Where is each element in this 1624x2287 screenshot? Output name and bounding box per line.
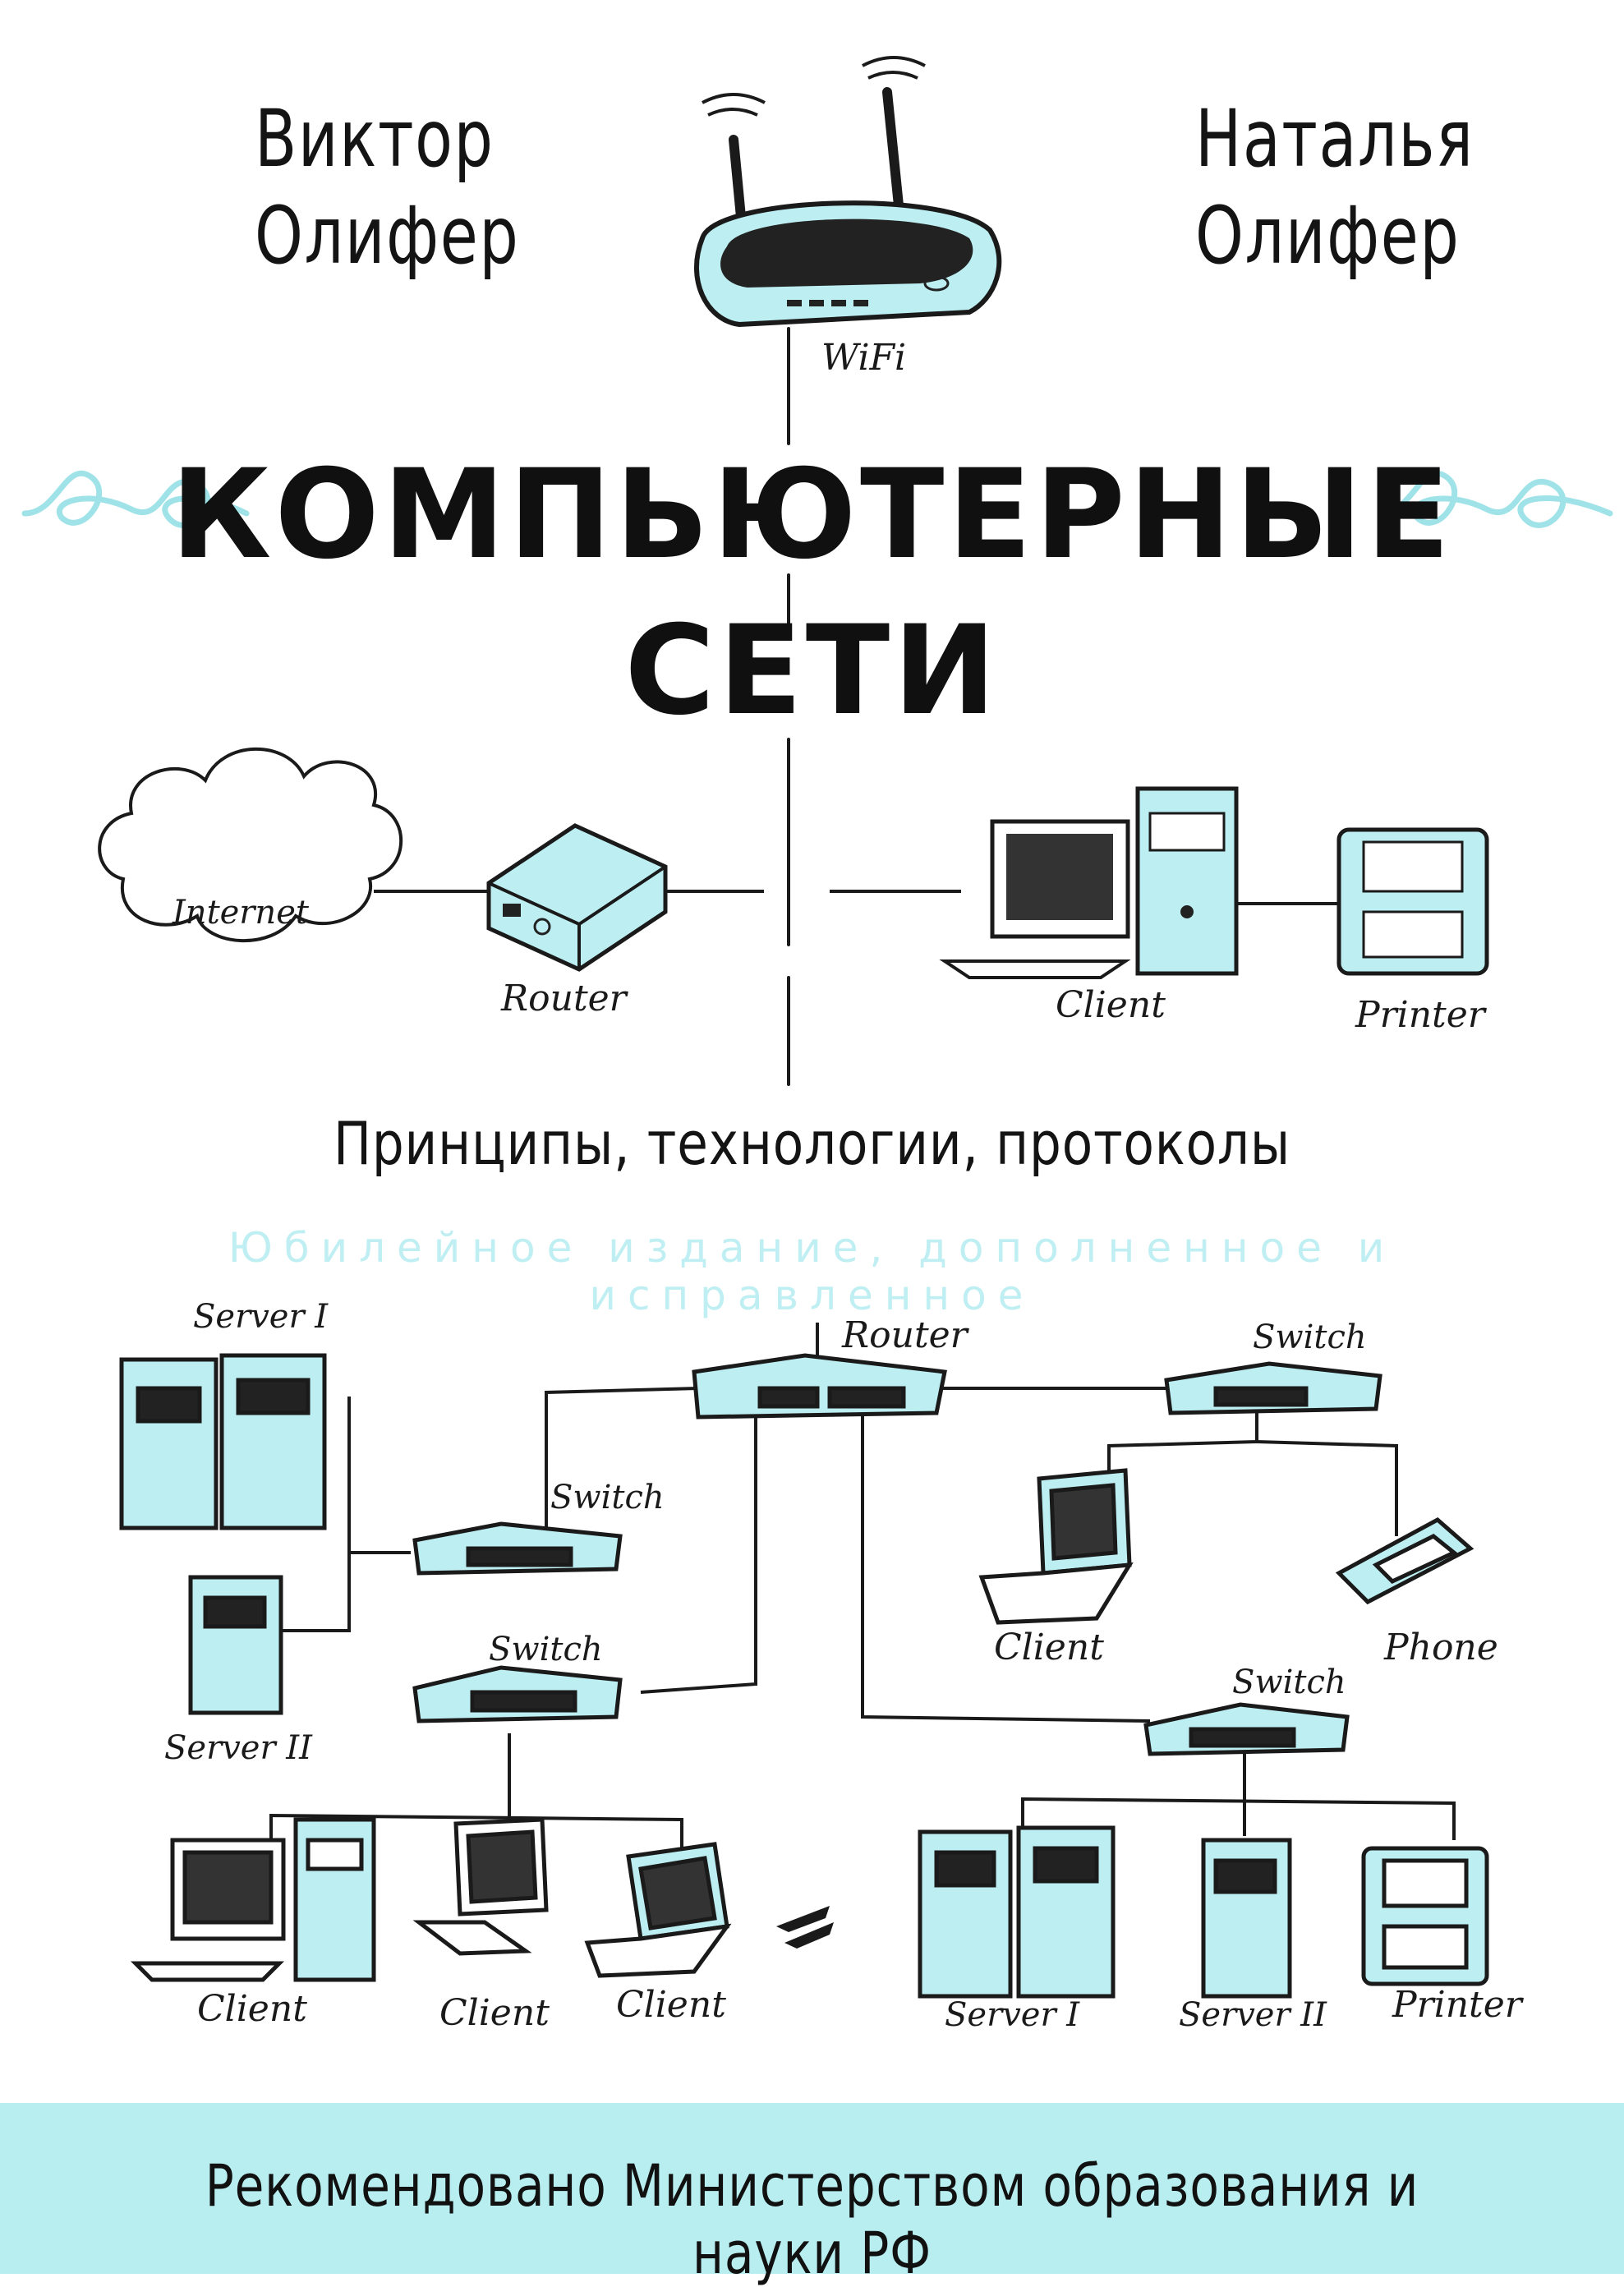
desktop-client-icon — [130, 1817, 376, 1982]
server-bottom-icon — [918, 1825, 1292, 1999]
monitor-client-icon — [412, 1817, 549, 1956]
switch-label-mid-left: Switch — [550, 1479, 665, 1516]
phone-icon — [1335, 1516, 1474, 1605]
client-laptop-right-label: Client — [994, 1627, 1104, 1668]
switch-icon — [412, 1521, 623, 1576]
switch-label-lower-right: Switch — [1232, 1663, 1346, 1701]
laptop-client-icon — [584, 1842, 732, 1978]
server2-bottom-label: Server II — [1179, 1996, 1327, 2034]
wifi-label: WiFi — [821, 337, 907, 379]
server-icon — [119, 1353, 327, 1715]
switch-icon — [412, 1665, 623, 1723]
switch-icon — [1143, 1702, 1350, 1756]
author-left-last-name: Олифер — [255, 190, 520, 282]
phone-label: Phone — [1384, 1627, 1498, 1668]
printer-bottom-label: Printer — [1392, 1984, 1522, 2026]
printer-icon — [1336, 827, 1489, 976]
router-bottom-label: Router — [842, 1314, 968, 1356]
router-icon — [486, 823, 668, 972]
book-title-line1: КОМПЬЮТЕРНЫЕ — [170, 444, 1454, 587]
internet-label: Internet — [173, 894, 309, 932]
recommendation-band — [0, 2103, 1624, 2274]
author-right: Наталья Олифер — [1195, 90, 1474, 284]
laptop-icon — [978, 1468, 1134, 1625]
client-label: Client — [1056, 984, 1166, 1026]
loop-decoration-left — [21, 470, 250, 528]
printer-label: Printer — [1355, 994, 1485, 1036]
switch-label-top-right: Switch — [1253, 1318, 1367, 1356]
switch-label-lower-left: Switch — [489, 1631, 603, 1668]
author-right-first-name: Наталья — [1195, 93, 1474, 185]
client-monitor-label: Client — [439, 1992, 550, 2034]
server1-bottom-label: Server I — [945, 1996, 1080, 2034]
loop-decoration-right — [1377, 470, 1613, 528]
book-title-line2: СЕТИ — [624, 600, 1000, 743]
recommendation-text: Рекомендовано Министерством образования … — [205, 2152, 1419, 2287]
author-left: Виктор Олифер — [255, 90, 519, 284]
cloud-icon — [98, 747, 403, 942]
client-computer-icon — [939, 786, 1239, 979]
switch-icon — [1164, 1361, 1382, 1415]
printer-bottom-icon — [1361, 1846, 1489, 1986]
author-left-first-name: Виктор — [255, 93, 495, 185]
server2-label: Server II — [164, 1729, 312, 1767]
router-label: Router — [501, 978, 627, 1019]
client-laptop-label: Client — [616, 1984, 726, 2026]
book-subtitle: Принципы, технологии, протоколы — [333, 1109, 1291, 1178]
publisher-logo-icon — [776, 1906, 834, 1949]
edition-note: Юбилейное издание, дополненное и исправл… — [228, 1224, 1396, 1319]
wifi-router-icon — [693, 56, 1002, 328]
client-desktop-label: Client — [197, 1988, 307, 2030]
server1-label: Server I — [193, 1298, 329, 1336]
router-icon-bottom — [692, 1353, 947, 1420]
author-right-last-name: Олифер — [1195, 190, 1461, 282]
